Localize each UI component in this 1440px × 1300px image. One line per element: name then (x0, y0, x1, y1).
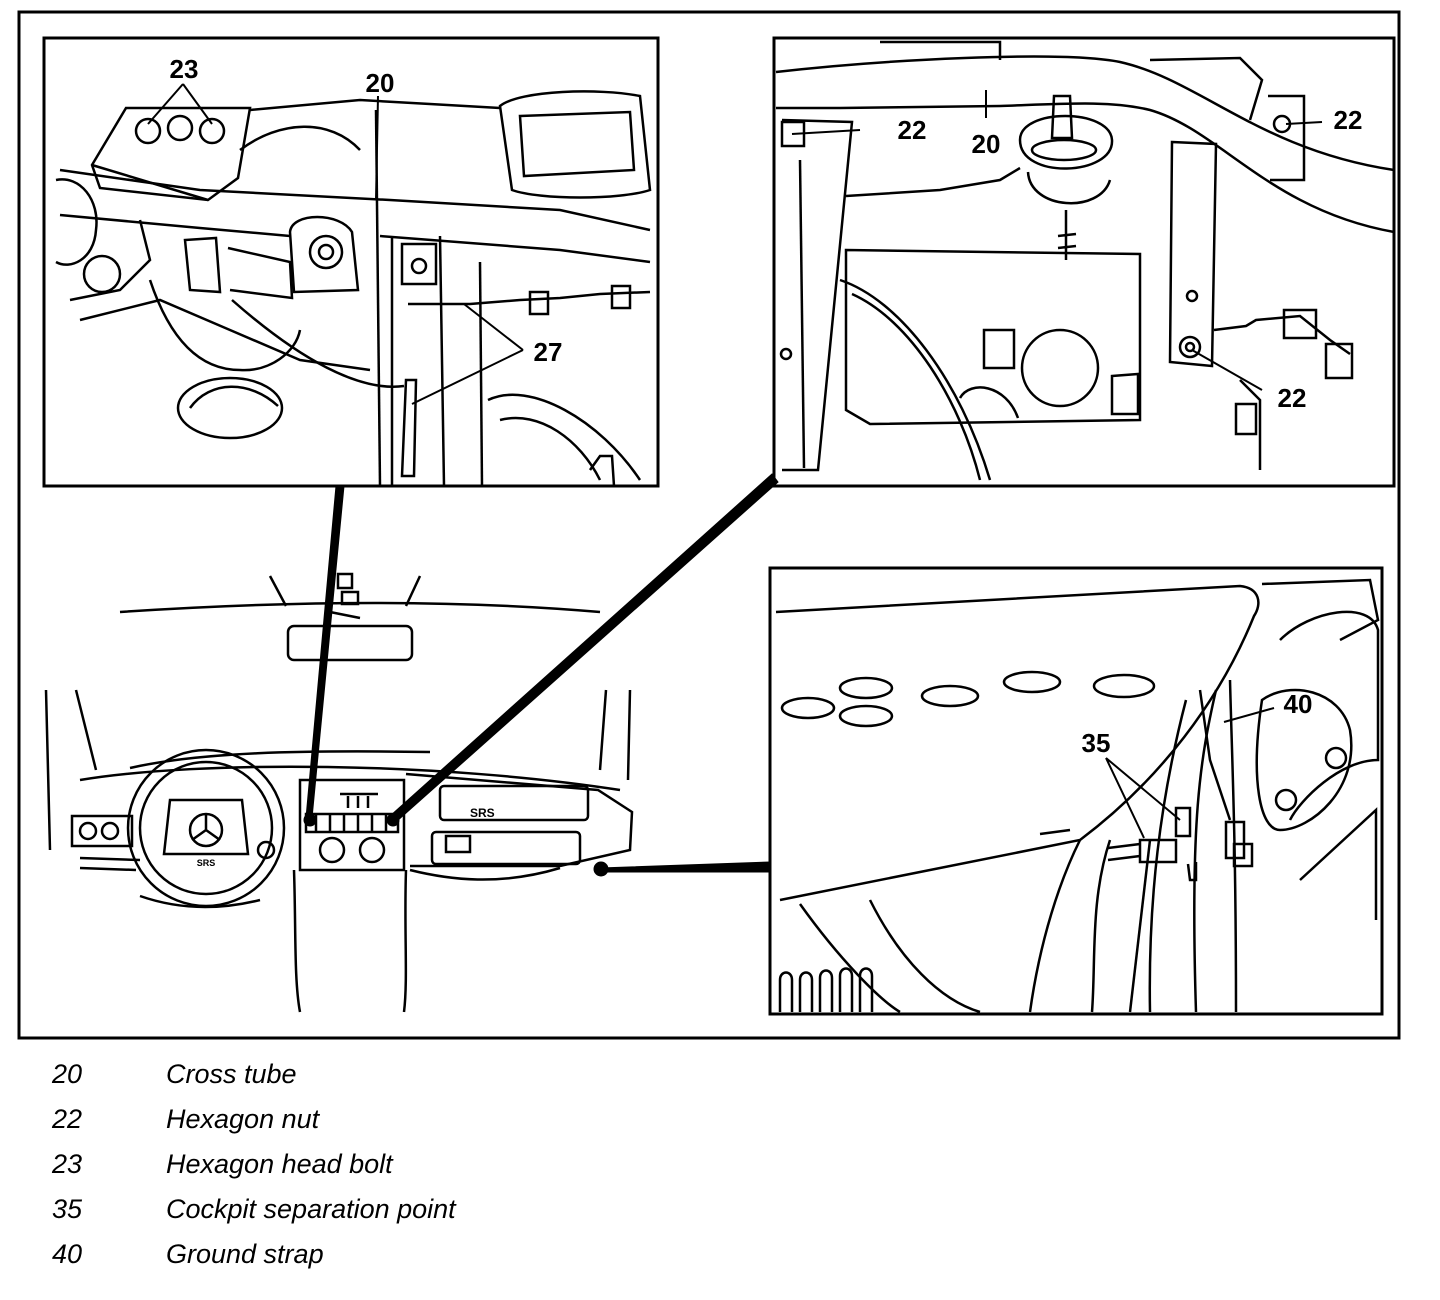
detail-pointer-lines (303, 473, 779, 877)
legend-description: Hexagon nut (166, 1104, 320, 1134)
legend-number: 35 (52, 1194, 83, 1224)
detail-b-cross-tube-nuts (772, 36, 1396, 488)
legend-number: 22 (52, 1104, 83, 1134)
callout-b-20: 20 (972, 129, 1001, 159)
callout-b-22-right: 22 (1334, 105, 1363, 135)
callout-a-27: 27 (534, 337, 563, 367)
legend-number: 23 (52, 1149, 83, 1179)
legend: 20 Cross tube 22 Hexagon nut 23 Hexagon … (52, 1052, 456, 1277)
legend-row: 35 Cockpit separation point (52, 1187, 456, 1232)
legend-row: 22 Hexagon nut (52, 1097, 456, 1142)
callout-b-22-left: 22 (898, 115, 927, 145)
callout-a-23: 23 (170, 54, 199, 84)
cockpit-overview (44, 572, 634, 1013)
pointer-dot-a (303, 813, 317, 827)
legend-row: 20 Cross tube (52, 1052, 456, 1097)
legend-description: Cockpit separation point (166, 1194, 456, 1224)
detail-c-ground-strap (768, 566, 1384, 1016)
detail-a-cross-tube-bolts (42, 36, 660, 488)
pointer-dot-c (593, 861, 609, 877)
steering-wheel-badge: SRS (197, 858, 216, 868)
legend-description: Cross tube (166, 1059, 297, 1089)
legend-description: Ground strap (166, 1239, 324, 1269)
callout-a-20: 20 (366, 68, 395, 98)
legend-row: 23 Hexagon head bolt (52, 1142, 456, 1187)
callout-c-40: 40 (1284, 689, 1313, 719)
callout-b-22-lower: 22 (1278, 383, 1307, 413)
figure-frame (17, 10, 1401, 1040)
callout-c-35: 35 (1082, 728, 1111, 758)
legend-row: 40 Ground strap (52, 1232, 456, 1277)
legend-number: 20 (52, 1059, 83, 1089)
pointer-dot-b (386, 813, 400, 827)
legend-description: Hexagon head bolt (166, 1149, 393, 1179)
airbag-badge: SRS (470, 806, 495, 820)
legend-number: 40 (52, 1239, 83, 1269)
